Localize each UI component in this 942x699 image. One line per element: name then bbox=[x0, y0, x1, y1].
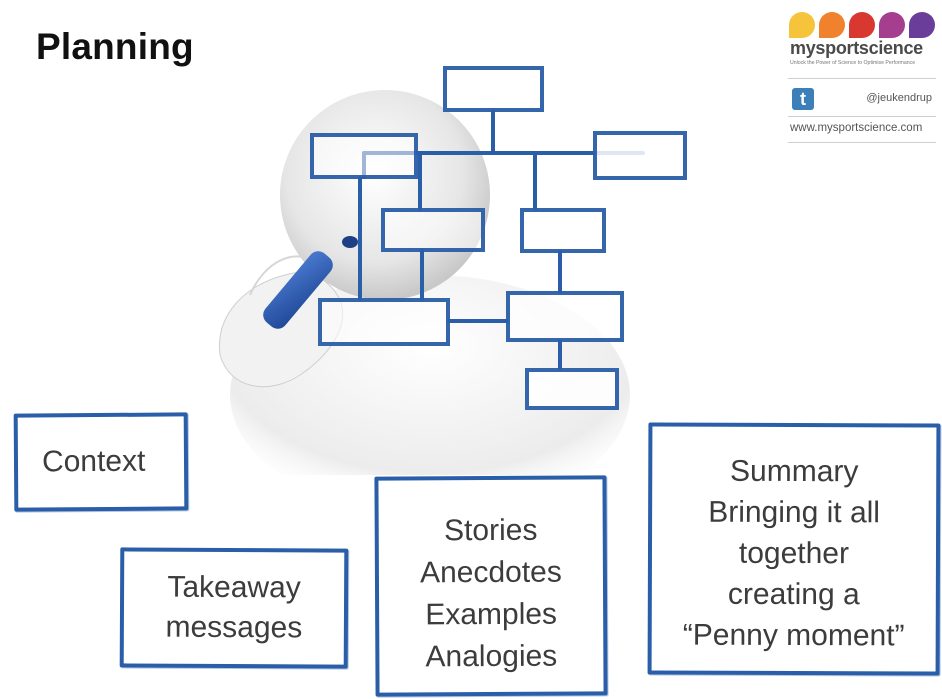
twitter-handle: @jeukendrup bbox=[866, 92, 932, 104]
brand-dot bbox=[879, 12, 905, 38]
brand-divider bbox=[788, 142, 936, 143]
context-box-text: Context bbox=[42, 445, 146, 480]
box-text-line: “Penny moment” bbox=[682, 618, 905, 653]
website-url: www.mysportscience.com bbox=[790, 122, 923, 134]
box-text-line: Analogies bbox=[425, 639, 558, 674]
org-chart-boxes bbox=[310, 66, 687, 410]
brand-dots-logo bbox=[789, 12, 935, 38]
box-text-line: creating a bbox=[727, 577, 860, 612]
box-text-line: Stories bbox=[443, 513, 538, 548]
takeaway-box: Takeaway messages bbox=[119, 547, 349, 669]
takeaway-box-text: Takeaway messages bbox=[165, 568, 302, 649]
twitter-icon: t bbox=[792, 88, 814, 110]
slide-title: Planning bbox=[36, 26, 194, 67]
box-text-line: Anecdotes bbox=[419, 555, 562, 590]
brand-dot bbox=[789, 12, 815, 38]
org-chart-illustration bbox=[218, 66, 687, 475]
brand-block: mysportscience Unlock the Power of Scien… bbox=[786, 10, 938, 145]
brand-dot bbox=[849, 12, 875, 38]
context-box: Context bbox=[13, 412, 189, 512]
brand-divider bbox=[788, 78, 936, 79]
box-text-line: Summary bbox=[730, 454, 859, 489]
box-text-line: Context bbox=[41, 444, 146, 479]
brand-name: mysportscience bbox=[790, 38, 923, 58]
box-text-line: Takeaway bbox=[167, 570, 301, 605]
brand-dot bbox=[819, 12, 845, 38]
brand-tagline: Unlock the Power of Science to Optimise … bbox=[790, 60, 916, 66]
box-text-line: messages bbox=[165, 610, 303, 645]
box-text-line: Bringing it all bbox=[708, 495, 881, 530]
brand-dot bbox=[909, 12, 935, 38]
box-text-line: Examples bbox=[425, 597, 558, 632]
brand-divider bbox=[788, 116, 936, 117]
box-text-line: together bbox=[738, 536, 850, 571]
